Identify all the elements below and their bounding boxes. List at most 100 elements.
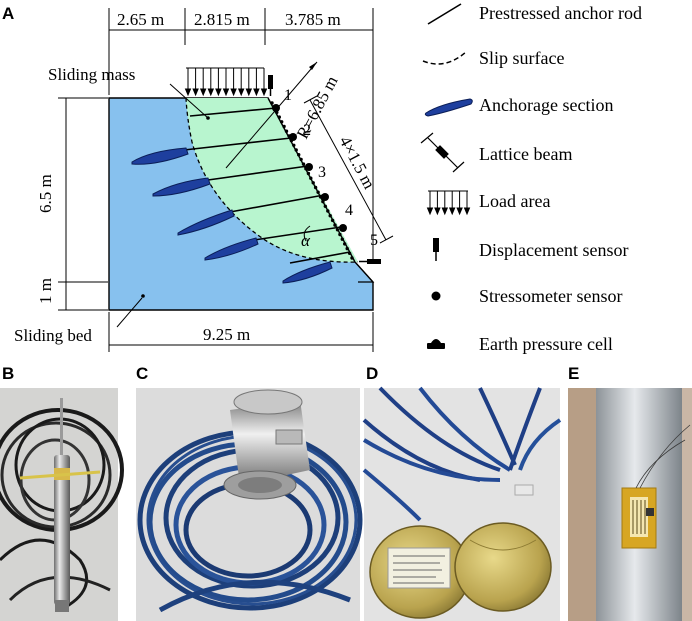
lattice-dot xyxy=(301,162,306,166)
legend: Prestressed anchor rod Slip surface Anch… xyxy=(420,3,642,354)
displacement-sensor-top xyxy=(268,75,273,96)
lattice-beam-icon xyxy=(420,132,465,173)
displacement-sensor-bottom xyxy=(359,259,381,264)
dim-top-1: 2.65 m xyxy=(117,10,164,29)
load-area-icon xyxy=(426,190,471,216)
panel-letter-e: E xyxy=(568,364,579,383)
legend-text-0: Prestressed anchor rod xyxy=(479,3,642,23)
lattice-dot xyxy=(323,204,327,208)
top-dimension xyxy=(108,8,374,262)
legend-text-6: Stressometer sensor xyxy=(479,286,622,306)
legend-text-5: Displacement sensor xyxy=(479,240,628,260)
radius-line xyxy=(225,61,318,169)
panel-letter-a: A xyxy=(2,4,14,23)
anchor-rod-3 xyxy=(152,165,309,197)
earth-pressure-cell-icon xyxy=(427,339,445,349)
legend-text-2: Anchorage section xyxy=(479,95,613,115)
load-arrow-head xyxy=(192,88,199,97)
legend-load-arrow-head xyxy=(426,207,434,216)
anchor-rod-5 xyxy=(204,226,342,261)
legend-text-7: Earth pressure cell xyxy=(479,334,613,354)
legend-load-arrow-head xyxy=(456,207,463,216)
photo-e-strain-gauge xyxy=(568,388,692,621)
lattice-dot xyxy=(347,251,352,255)
lattice-dot xyxy=(330,218,335,223)
lattice-dot xyxy=(280,120,284,124)
legend-load-arrow-head xyxy=(441,207,449,216)
left-dimension xyxy=(58,97,108,311)
anchor-rod-4 xyxy=(177,194,325,236)
dim-top-3: 3.785 m xyxy=(285,10,341,29)
anchor-number-5: 5 xyxy=(370,232,378,249)
panel-letter-d: D xyxy=(366,364,378,383)
load-arrow-head xyxy=(222,88,230,97)
anchor-rod-2 xyxy=(131,137,292,165)
dim-height-base: 1 m xyxy=(36,278,55,304)
legend-load-arrow-head xyxy=(448,207,456,216)
lattice-dot xyxy=(299,157,303,162)
anchorage-section-icon xyxy=(424,98,473,117)
legend-text-3: Lattice beam xyxy=(479,144,572,164)
anchor-rod-6 xyxy=(282,251,351,284)
lattice-dot xyxy=(311,181,315,185)
lattice-dot xyxy=(292,143,296,147)
lattice-dot xyxy=(316,190,320,194)
lattice-dot xyxy=(313,185,318,190)
lattice-dot xyxy=(297,153,301,157)
load-arrow-head xyxy=(253,88,260,97)
lattice-dot xyxy=(326,209,330,213)
lattice-dot xyxy=(294,148,298,152)
load-area xyxy=(184,67,268,97)
load-arrow-head xyxy=(260,88,268,97)
lattice-dot xyxy=(328,214,332,218)
anchor-number-2: 2 xyxy=(303,122,311,139)
lattice-dot xyxy=(284,129,289,133)
load-arrow-head xyxy=(207,88,215,97)
lattice-dot xyxy=(343,242,347,246)
lattice-dot xyxy=(335,228,340,232)
lattice-dot xyxy=(350,256,354,260)
lattice-dot xyxy=(306,171,311,176)
lattice-dot xyxy=(333,223,337,227)
load-arrow-head xyxy=(184,88,192,97)
anchor-rod-icon xyxy=(427,3,462,25)
dim-radius: R=6.85 m xyxy=(293,73,342,142)
panel-letter-c: C xyxy=(136,364,148,383)
load-arrow-head xyxy=(199,88,207,97)
lattice-dot xyxy=(345,246,349,251)
lattice-dot xyxy=(270,101,274,105)
load-arrow-head xyxy=(237,88,245,97)
photo-b-displacement-sensor xyxy=(0,388,124,621)
photo-d-earth-pressure-cells xyxy=(362,386,562,621)
bottom-dimension xyxy=(108,312,374,352)
load-arrow-head xyxy=(230,88,237,97)
panel-letter-b: B xyxy=(2,364,14,383)
load-arrow-head xyxy=(215,88,222,97)
legend-load-arrow-head xyxy=(434,207,441,216)
spacing-dimension xyxy=(303,95,394,244)
anchor-number-3: 3 xyxy=(318,164,326,181)
angle-alpha: α xyxy=(301,231,311,250)
dim-top-2: 2.815 m xyxy=(194,10,250,29)
dim-spacing: 4×1.5 m xyxy=(335,133,378,192)
stressometer-sensors xyxy=(272,104,347,232)
lattice-dot xyxy=(340,237,344,241)
dim-height-main: 6.5 m xyxy=(36,174,55,213)
label-sliding-bed: Sliding bed xyxy=(14,326,92,345)
lattice-dot xyxy=(277,115,281,119)
lattice-dot xyxy=(309,176,313,180)
photo-c-stressometer xyxy=(136,388,363,621)
sliding-mass xyxy=(186,98,358,263)
legend-load-arrow-head xyxy=(463,207,471,216)
dim-width-total: 9.25 m xyxy=(203,325,250,344)
lattice-dot xyxy=(338,232,342,237)
displacement-sensor-icon xyxy=(433,238,439,261)
legend-text-1: Slip surface xyxy=(479,48,564,68)
label-sliding-mass: Sliding mass xyxy=(48,65,135,84)
lattice-dot xyxy=(282,124,286,129)
slip-surface-icon xyxy=(422,51,467,65)
stressometer-sensor-icon xyxy=(431,291,441,301)
legend-text-4: Load area xyxy=(479,191,550,211)
load-arrow-head xyxy=(245,88,253,97)
